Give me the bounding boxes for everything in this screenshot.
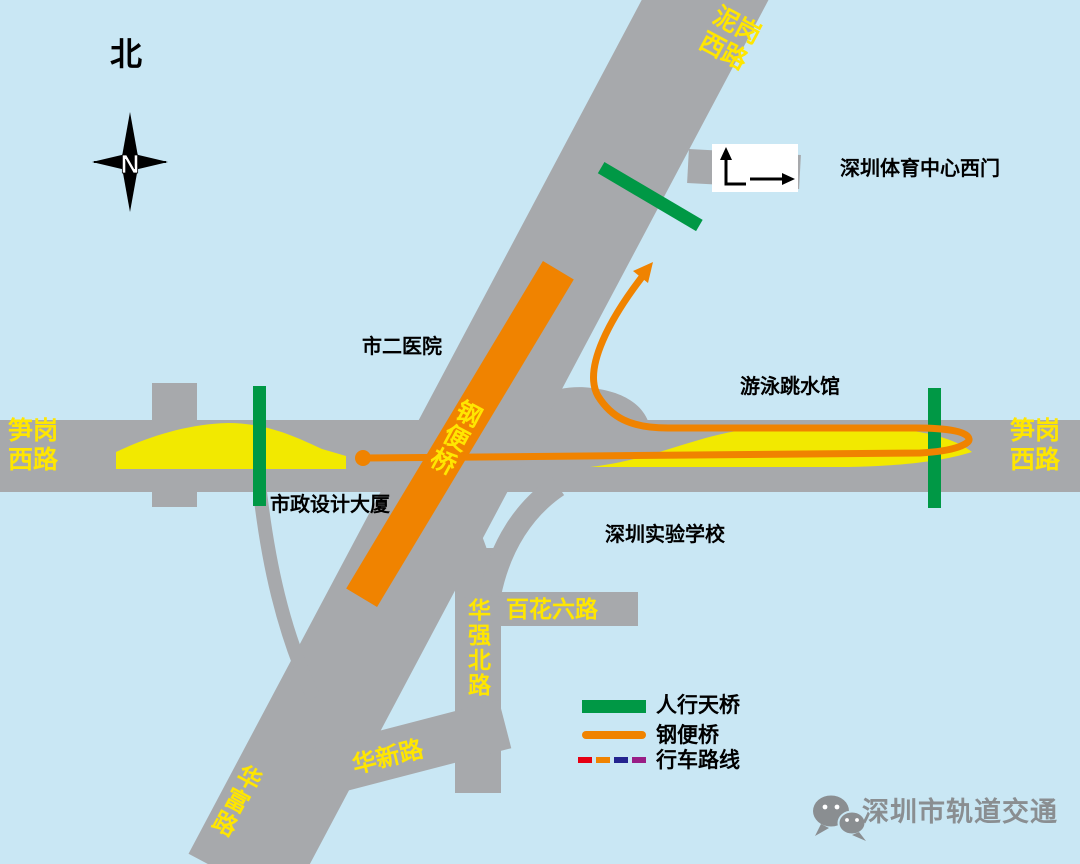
route-line (359, 273, 973, 462)
route-start-dot (355, 450, 371, 466)
legend-route-swatch (578, 757, 646, 763)
poi-swim-hall: 游泳跳水馆 (740, 376, 840, 398)
steel-bridge-span (346, 261, 574, 607)
legend-label-route: 行车路线 (656, 749, 740, 772)
road-label-sungang-west-left: 笋岗 西路 (8, 417, 59, 474)
road-label-baihualiu: 百花六路 (506, 596, 598, 622)
wechat-icon (813, 795, 867, 841)
west-side-ramp (253, 491, 321, 701)
poi-hospital: 市二医院 (362, 336, 442, 358)
legend-steel-bridge-swatch (582, 731, 646, 739)
turn-up-arrowhead (720, 147, 732, 160)
straight-right-arrowhead (782, 173, 795, 185)
yellow-lane-west (116, 423, 346, 469)
junction-ramp-left (423, 488, 498, 599)
road-label-huaqiangbei: 华强北路 (464, 598, 491, 698)
poi-school: 深圳实验学校 (605, 524, 725, 546)
poi-design-tower: 市政设计大厦 (270, 494, 390, 516)
huaxin-road (313, 699, 512, 797)
baihualiu-road (478, 592, 638, 626)
turn-up-arrow (724, 158, 746, 186)
junction-ramp-right (479, 476, 565, 598)
legend-label-steel-bridge: 钢便桥 (656, 724, 719, 747)
compass-n-letter: N (121, 149, 140, 179)
legend-label-footbridge: 人行天桥 (656, 694, 740, 717)
north-label: 北 (110, 36, 143, 72)
footer-brand: 深圳市轨道交通 (862, 797, 1058, 827)
poi-sports-center-gate: 深圳体育中心西门 (840, 158, 1000, 180)
compass-needle-horizontal (92, 153, 168, 171)
compass-rose: N (92, 112, 168, 212)
road-label-sungang-west-right: 笋岗 西路 (1010, 417, 1061, 474)
route-arrowhead (633, 262, 653, 283)
footbridge-west (253, 386, 266, 506)
footbridge-east (928, 388, 941, 508)
footbridge-north (597, 162, 703, 232)
legend-footbridge-swatch (582, 700, 646, 713)
